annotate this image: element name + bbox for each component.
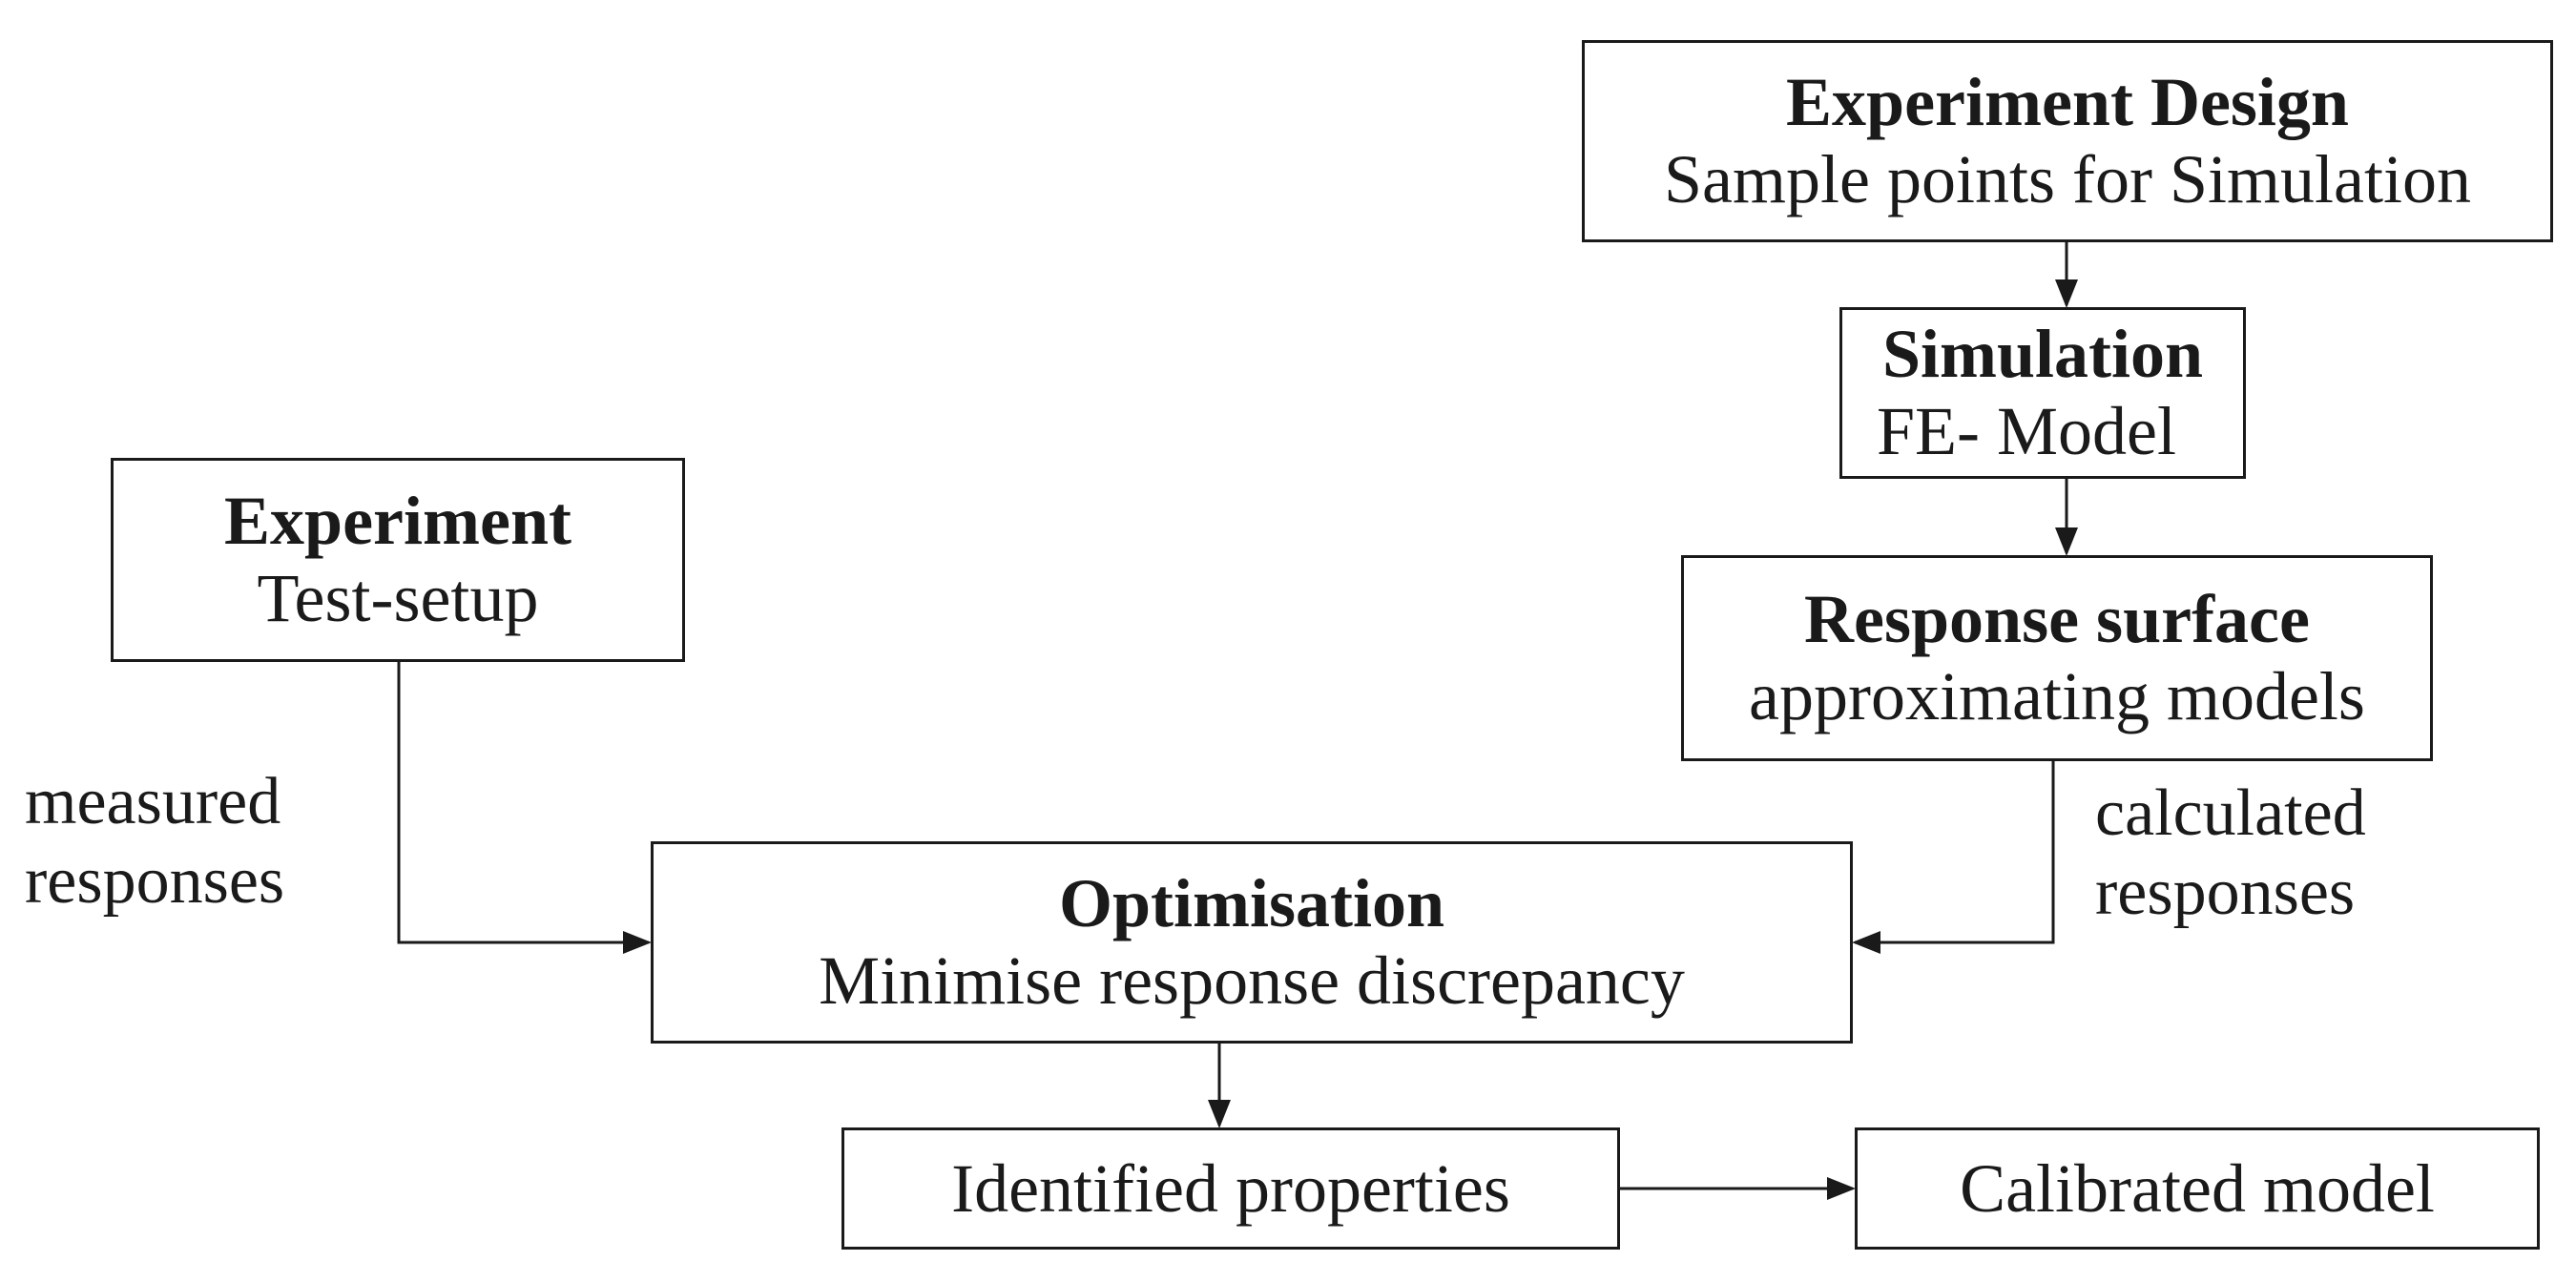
response-surface-subtitle: approximating models [1749,658,2365,734]
experiment-design-title: Experiment Design [1786,64,2349,141]
response-surface-box: Response surface approximating models [1681,555,2433,761]
experiment-title: Experiment [224,483,571,560]
calculated-line-2: responses [2095,855,2356,929]
calibrated-model-label: Calibrated model [1960,1149,2435,1227]
simulation-subtitle: FE- Model [1877,393,2176,469]
experiment-design-box: Experiment Design Sample points for Simu… [1582,40,2553,242]
optimisation-subtitle: Minimise response discrepancy [819,942,1685,1019]
measured-line-2: responses [25,843,285,918]
arrow-experiment-to-optimisation [397,662,652,954]
measured-responses-label: measured responses [25,763,284,920]
calculated-responses-label: calculated responses [2095,775,2366,932]
response-surface-title: Response surface [1804,581,2310,658]
arrow-response-surface-to-optimisation [1852,761,2055,954]
identified-properties-box: Identified properties [841,1127,1620,1250]
optimisation-box: Optimisation Minimise response discrepan… [651,841,1853,1044]
experiment-design-subtitle: Sample points for Simulation [1664,141,2471,217]
experiment-subtitle: Test-setup [257,560,539,636]
simulation-box: Simulation FE- Model [1839,307,2246,479]
simulation-title: Simulation [1881,316,2204,393]
experiment-box: Experiment Test-setup [111,458,685,662]
calibrated-model-box: Calibrated model [1855,1127,2540,1250]
identified-properties-label: Identified properties [951,1149,1510,1227]
measured-line-1: measured [25,765,281,838]
calculated-line-1: calculated [2095,776,2366,850]
optimisation-title: Optimisation [1058,865,1445,942]
